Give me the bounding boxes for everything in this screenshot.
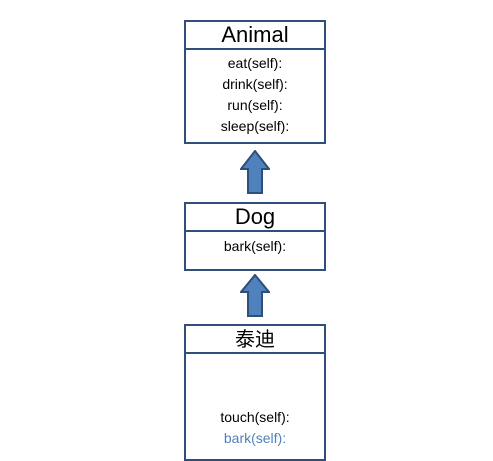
class-box-animal: Animal eat(self): drink(self): run(self)… bbox=[184, 20, 326, 144]
class-box-teddy: 泰迪 touch(self): bark(self): bbox=[184, 324, 326, 461]
class-name-dog: Dog bbox=[186, 204, 324, 232]
method-item: touch(self): bbox=[220, 409, 290, 425]
inherited-method-item: bark(self): bbox=[223, 430, 287, 446]
method-list-teddy: touch(self): bark(self): bbox=[186, 354, 324, 459]
class-name-teddy: 泰迪 bbox=[186, 326, 324, 354]
method-item: bark(self): bbox=[223, 238, 287, 254]
method-item: drink(self): bbox=[222, 76, 288, 92]
method-list-animal: eat(self): drink(self): run(self): sleep… bbox=[186, 50, 324, 142]
class-name-animal: Animal bbox=[186, 22, 324, 50]
method-item: eat(self): bbox=[227, 55, 283, 71]
method-list-dog: bark(self): bbox=[186, 232, 324, 269]
arrow-up-icon bbox=[240, 150, 270, 194]
class-box-dog: Dog bark(self): bbox=[184, 202, 326, 271]
method-item: sleep(self): bbox=[220, 118, 290, 134]
arrow-up-icon bbox=[240, 274, 270, 317]
method-item: run(self): bbox=[227, 97, 283, 113]
